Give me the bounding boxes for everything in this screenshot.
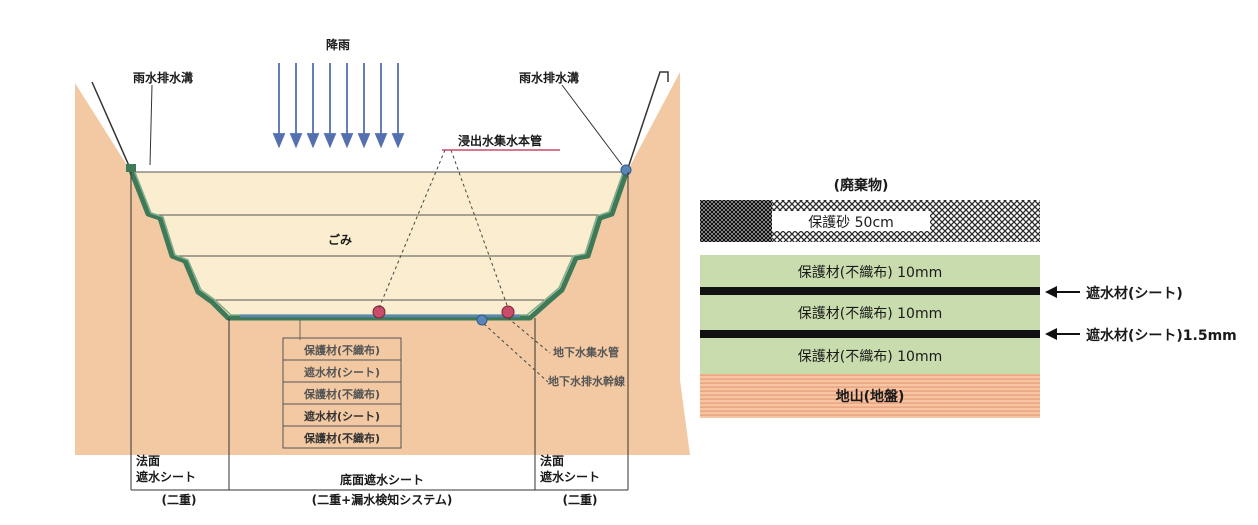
drain-right-label: 雨水排水溝 [519,70,579,85]
drain-right-leader [561,84,623,166]
waste-label: ごみ [328,232,352,247]
bottom-layer-3: 保護材(不織布) [303,387,380,401]
groundwater-collect-label: 地下水集水管 [553,345,619,359]
sand-label: 保護砂 50cm [808,215,894,231]
felt-layer-3 [700,338,1040,374]
bottom-layer-2: 遮水材(シート) [304,365,380,379]
slope-right-line2: 遮水シート [540,469,600,484]
guide-lines [130,172,629,491]
drain-left-label: 雨水排水溝 [133,70,193,85]
leachate-leader [378,149,509,309]
groundwater-drain-label: 地下水排水幹線 [548,374,625,388]
slope-right-line1: 法面 [540,453,564,468]
rain-arrows [272,63,405,149]
sheet-2 [700,330,1040,338]
sand-label-box [772,211,930,231]
cross-section: 降雨 雨水排水溝 雨水排水溝 浸出水集水本管 ごみ 保護材(不織布) 遮水材(シ… [75,37,690,507]
sheet-1-label: 遮水材(シート) [1086,285,1183,302]
bottom-layer-1: 保護材(不織布) [303,343,380,357]
left-wall [91,81,131,169]
leachate-pipe-left-icon [372,305,386,319]
sheet-1 [700,287,1040,295]
bottom-sheet-label: 底面遮水シート [340,472,424,487]
sheet-2-arrowhead [1045,328,1057,340]
rain-label: 降雨 [326,37,350,52]
bottom-layer-5: 保護材(不織布) [303,431,380,445]
bottom-sheet-note: (二重+漏水検知システム) [312,492,453,507]
layer-detail: (廃棄物) 保護砂 50cm 保護材(不織布) 10mm 遮水材(シート) 保護… [700,177,1237,418]
sheet-1-arrowhead [1045,286,1057,298]
ground-layer [700,374,1040,418]
slope-right-note: (二重) [563,492,598,507]
slope-left-note: (二重) [162,492,197,507]
sheet-2-label: 遮水材(シート)1.5mm [1086,327,1237,344]
sand-layer-dark-corner [700,200,772,242]
groundwater-pipe-icon [476,314,488,326]
waste-body [133,172,625,318]
slope-left-line2: 遮水シート [136,469,196,484]
leachate-pipe-right-icon [501,305,515,319]
ground-label: 地山(地盤) [836,388,905,405]
felt-layer-2-label: 保護材(不織布) 10mm [798,306,942,322]
layer-detail-title: (廃棄物) [834,177,889,194]
groundwater-leader [483,323,549,383]
felt-layer-2 [700,295,1040,330]
drain-right-icon [620,164,632,176]
right-wall [627,71,669,169]
bottom-layer-stack [282,337,402,449]
felt-layer-3-label: 保護材(不織布) 10mm [798,349,942,365]
bottom-layer-4: 遮水材(シート) [304,409,380,423]
slope-left-line1: 法面 [136,453,160,468]
drain-left-leader [149,84,153,166]
felt-layer-1 [700,255,1040,287]
pit-air [95,60,680,172]
drain-left-icon [126,164,136,172]
leachate-pipe-label: 浸出水集水本管 [458,133,542,148]
felt-layer-1-label: 保護材(不織布) 10mm [798,265,942,281]
